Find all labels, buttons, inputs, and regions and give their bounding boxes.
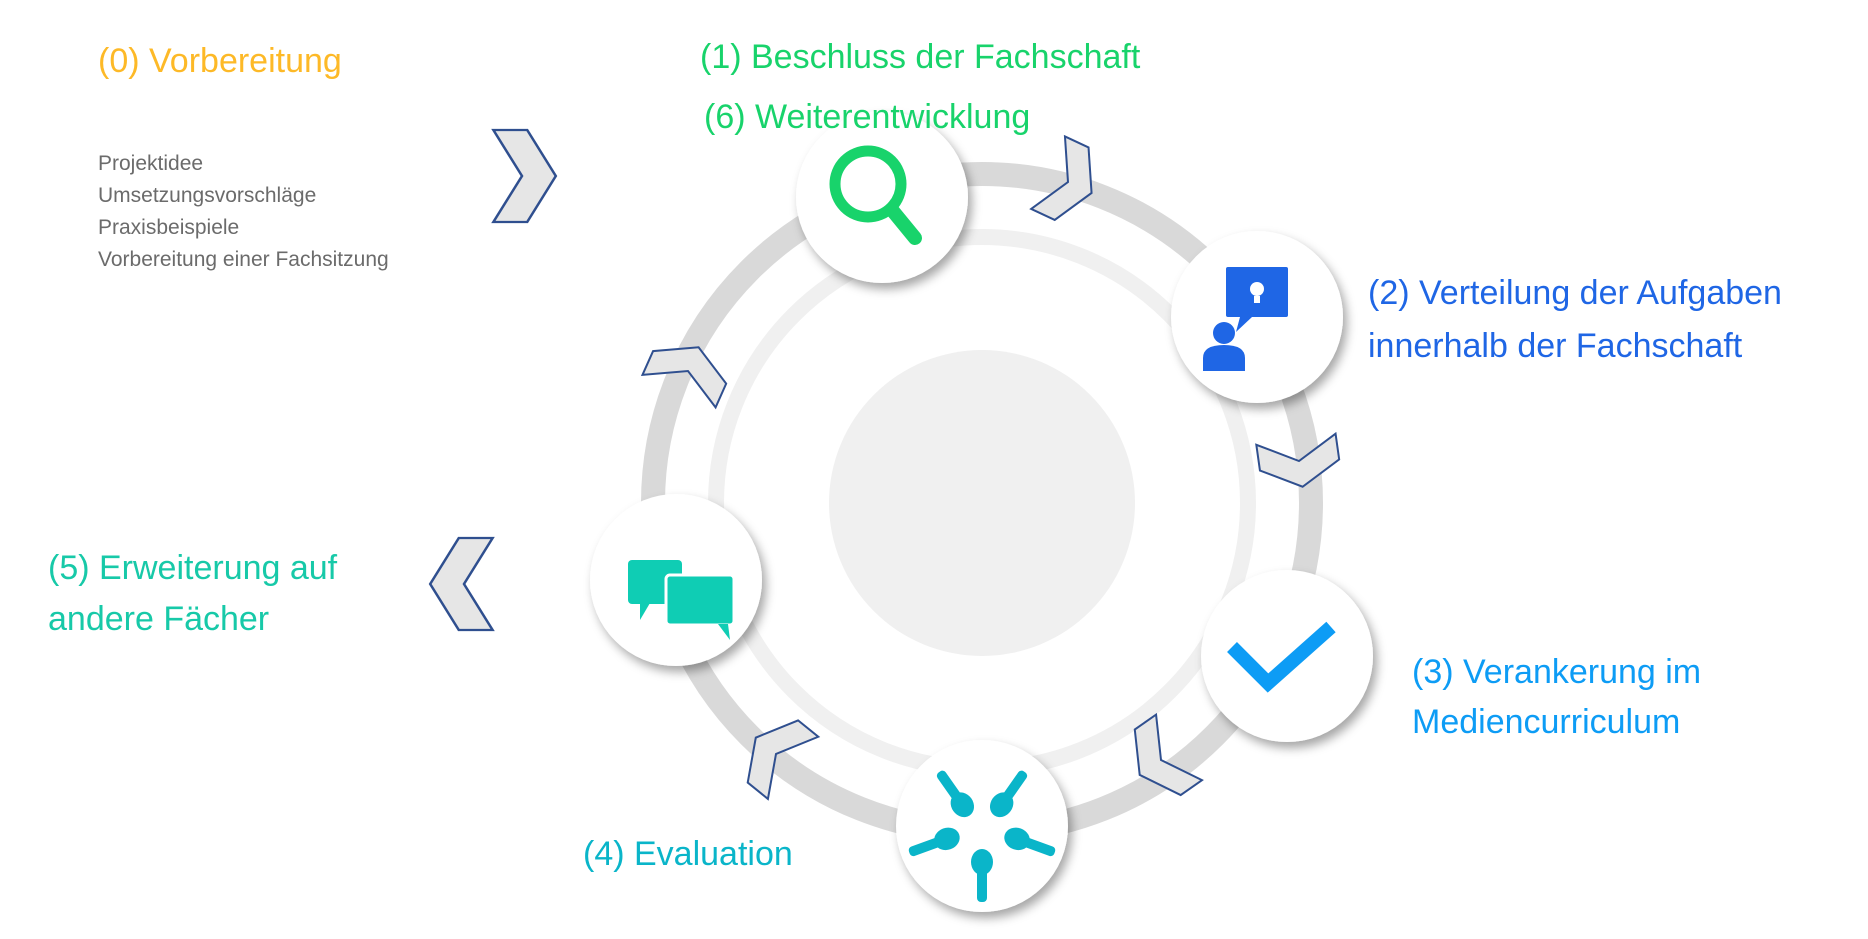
hands-icon bbox=[908, 770, 1056, 902]
step3-line2: Mediencurriculum bbox=[1412, 703, 1681, 741]
step0-item: Projektidee bbox=[98, 152, 204, 175]
step0-item: Praxisbeispiele bbox=[98, 216, 240, 239]
step1-title: (1) Beschluss der Fachschaft bbox=[700, 38, 1141, 76]
node-hands bbox=[896, 740, 1068, 912]
step2-line2: innerhalb der Fachschaft bbox=[1368, 327, 1743, 365]
step6-title: (6) Weiterentwicklung bbox=[704, 98, 1031, 136]
center-disc bbox=[829, 350, 1135, 656]
step5-line1: (5) Erweiterung auf bbox=[48, 549, 338, 587]
chevron-right-icon bbox=[492, 128, 558, 224]
search-icon bbox=[829, 145, 922, 245]
step0-item: Umsetzungsvorschläge bbox=[98, 184, 317, 207]
step0-item: Vorbereitung einer Fachsitzung bbox=[98, 248, 389, 271]
chat-bubbles-icon bbox=[628, 560, 736, 640]
node-search bbox=[796, 111, 968, 283]
node-checkmark bbox=[1201, 570, 1373, 742]
node-chat bbox=[590, 494, 762, 666]
step5-line2: andere Fächer bbox=[48, 600, 270, 638]
person-idea-icon bbox=[1203, 267, 1288, 371]
step0-title: (0) Vorbereitung bbox=[98, 42, 342, 80]
step3-line1: (3) Verankerung im bbox=[1412, 653, 1702, 691]
chevron-left-icon bbox=[428, 536, 494, 632]
node-person-idea bbox=[1171, 231, 1343, 403]
step2-line1: (2) Verteilung der Aufgaben bbox=[1368, 274, 1782, 312]
step4-title: (4) Evaluation bbox=[583, 835, 793, 873]
checkmark-icon bbox=[1227, 621, 1336, 693]
